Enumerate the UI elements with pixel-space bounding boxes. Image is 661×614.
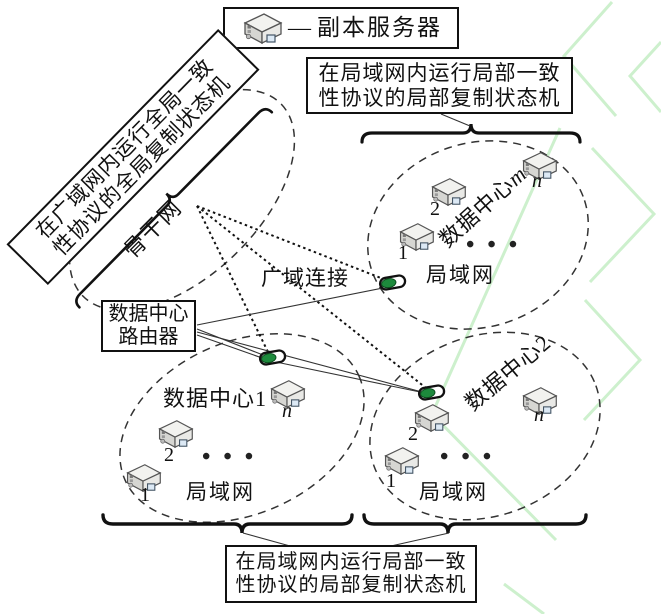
router-callout-lines [196,287,423,393]
router-box-line1: 数据中心 [108,303,189,325]
server-label-mn: n [532,170,542,192]
ellipsis-dots-dc2: ••• [440,444,505,470]
wan-dotted-links [196,205,427,389]
network-boundaries [68,88,601,523]
datacenter-2-ellipse [369,331,601,521]
server-label-dc2-2: 2 [408,423,418,445]
brace-backbone [75,107,274,309]
ellipsis-dots-dc1: ••• [202,444,267,470]
lan-label-dc1: 局域网 [186,480,255,504]
server-label-m2: 2 [430,198,440,220]
server-label-dc1-1: 1 [140,484,150,506]
datacenter-1-ellipse [119,333,365,523]
lan-label-dc2: 局域网 [419,480,488,504]
dc1-title-suffix: 1 [255,386,268,411]
ellipsis-dots-m: ••• [466,232,531,258]
server-label-dc1-n: n [282,400,292,422]
datacenter-1-title: 数据中心1 [163,386,267,411]
brace-bottom-right [362,513,588,534]
router-box-line2: 路由器 [118,326,179,348]
lan-box-top-line2: 性协议的局部复制状态机 [318,85,561,110]
brace-top-right [360,123,582,144]
legend-box: — 副本服务器 [223,7,459,49]
legend-label: 副本服务器 [317,14,442,40]
lan-box-top-line1: 在局域网内运行局部一致 [318,61,561,86]
server-label-m1: 1 [398,242,408,264]
datacenter-router-box: 数据中心 路由器 [101,300,196,352]
server-label-dc1-2: 2 [164,444,174,466]
lan-protocol-box-bottom: 在局域网内运行局部一致 性协议的局部复制状态机 [225,545,477,603]
router-icon [378,273,407,292]
lan-box-bottom-line1: 在局域网内运行局部一致 [235,551,467,573]
backbone-ellipse [68,88,296,312]
server-label-dc2-n: n [534,404,544,426]
dc1-title-prefix: 数据中心 [163,386,256,411]
lan-protocol-box-top: 在局域网内运行局部一致 性协议的局部复制状态机 [306,57,573,114]
server-label-dc2-1: 1 [386,470,396,492]
server-icon [240,11,284,45]
lan-label-m: 局域网 [426,263,495,287]
lan-box-bottom-line2: 性协议的局部复制状态机 [235,574,467,596]
router-icon [417,383,446,402]
wan-connection-label: 广域连接 [261,266,349,290]
legend-dash: — [288,14,313,40]
brace-bottom-left [101,513,354,534]
brace-connectors [242,113,471,547]
